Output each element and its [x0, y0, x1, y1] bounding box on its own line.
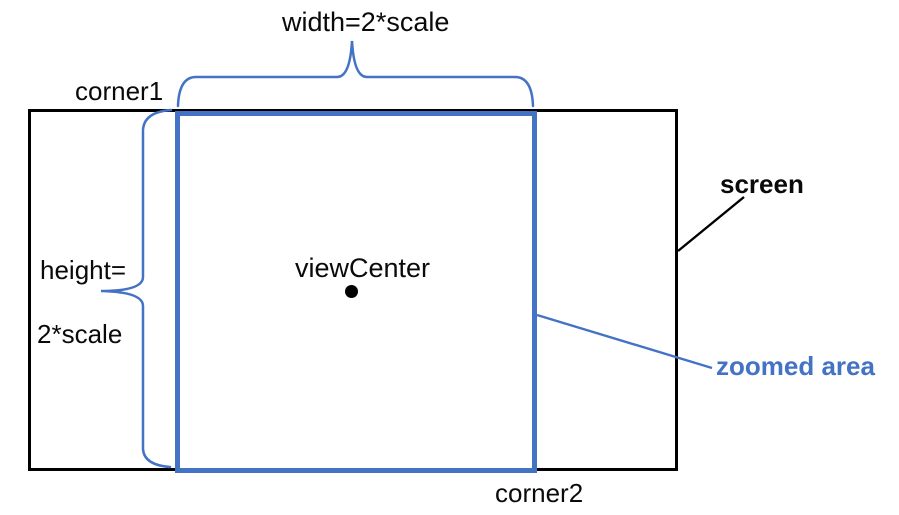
zoomed-area-label: zoomed area — [716, 351, 875, 381]
screen-leader-line — [677, 196, 745, 252]
corner1-label: corner1 — [75, 76, 164, 106]
width-formula-label: width=2*scale — [282, 7, 450, 37]
screen-label: screen — [720, 169, 804, 199]
zoomed-area-rectangle — [175, 111, 537, 473]
height-formula-label-line1: height= — [40, 255, 127, 285]
height-formula-label-line2: 2*scale — [37, 319, 123, 349]
view-center-label: viewCenter — [295, 253, 431, 283]
width-brace — [176, 40, 535, 108]
corner2-label: corner2 — [495, 478, 584, 508]
